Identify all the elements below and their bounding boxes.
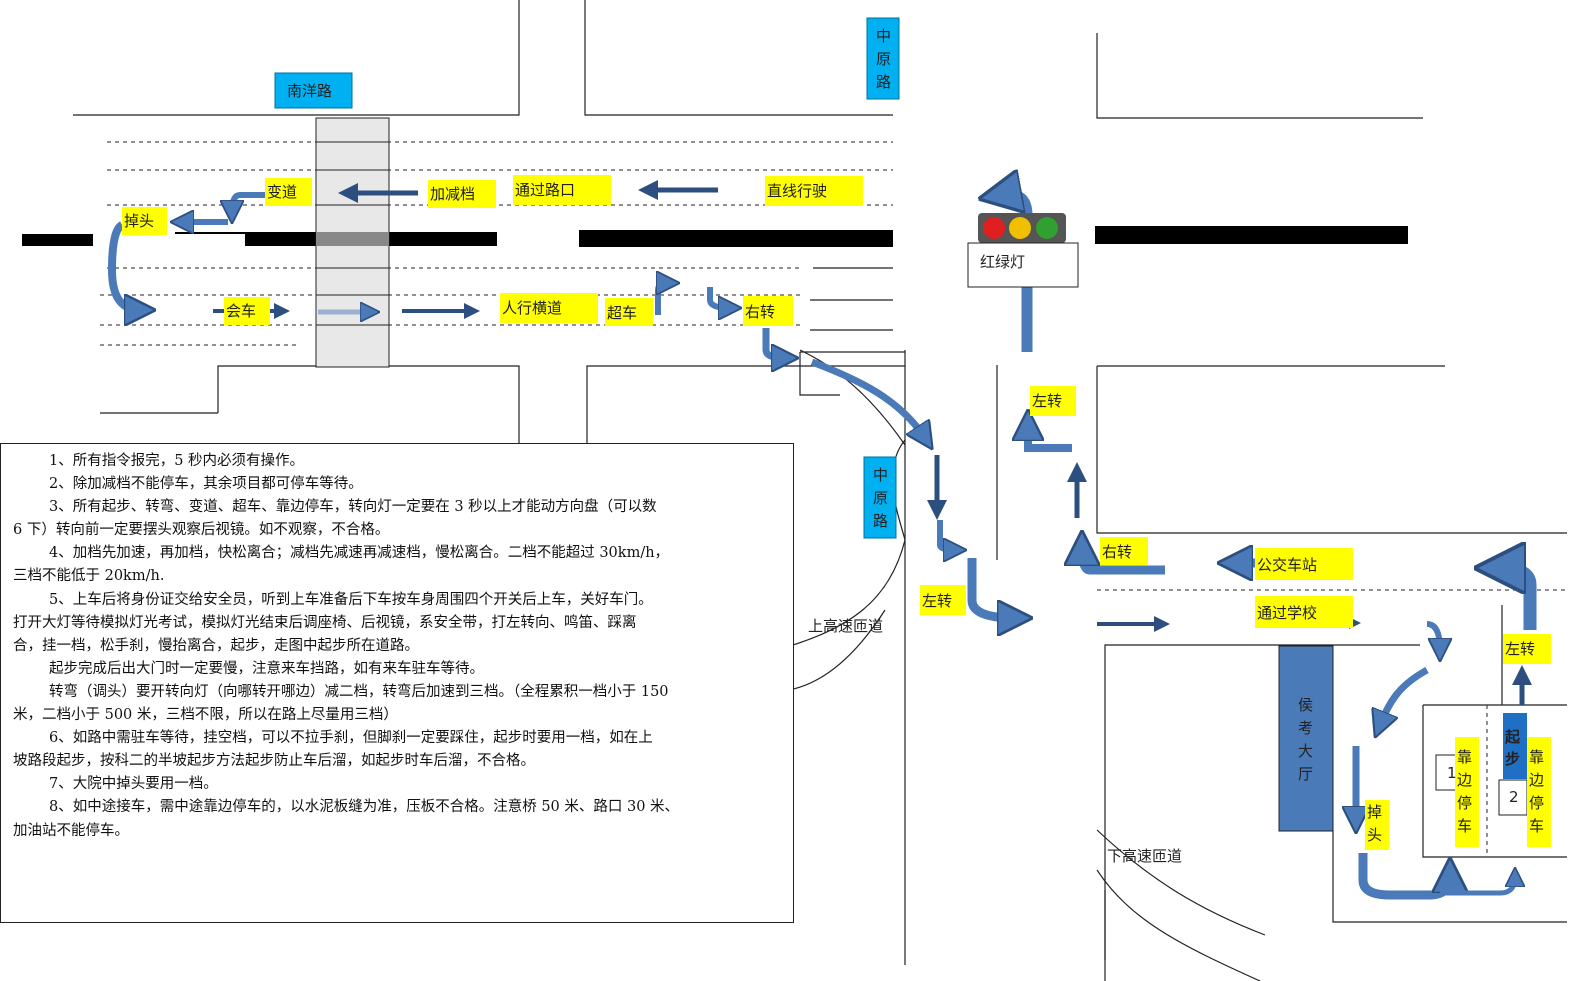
hall-label-4: 厅: [1298, 765, 1313, 783]
label-pull-over-2d: 车: [1529, 817, 1544, 835]
rule-line: 坡路段起步，按科二的半坡起步方法起步防止车后溜，如起步时车后溜，不合格。: [13, 753, 535, 770]
rule-line: 合，挂一档，松手刹，慢抬离合，起步，走图中起步所在道路。: [13, 637, 419, 654]
hall-label-1: 侯: [1298, 696, 1313, 714]
crosswalk: [315, 117, 390, 368]
spot-1-number: 1: [1447, 764, 1457, 782]
label-u-turn-yard-1: 掉: [1367, 803, 1382, 821]
label-pull-over-1d: 车: [1457, 817, 1472, 835]
label-traffic-light: 红绿灯: [980, 253, 1025, 271]
label-pull-over-2b: 边: [1529, 771, 1544, 789]
exam-rules-panel: 1、所有指令报完，5 秒内必须有操作。 2、除加减档不能停车，其余项目都可停车等待…: [0, 443, 794, 923]
road-sign-nanyang: 南洋路: [287, 82, 332, 100]
label-bus-stop: 公交车站: [1257, 556, 1317, 574]
rule-line: 6 下）转向前一定要摆头观察后视镜。如不观察，不合格。: [13, 522, 390, 539]
rule-line: 起步完成后出大门时一定要慢，注意来车挡路，如有来车驻车等待。: [49, 660, 484, 677]
rule-line: 三档不能低于 20km/h.: [13, 568, 165, 585]
label-meet-car: 会车: [226, 302, 256, 320]
label-pass-intersection: 通过路口: [515, 181, 575, 199]
road-sign-zhongyuan-mid-1: 中: [873, 466, 888, 484]
label-left-turn-low: 左转: [922, 592, 952, 610]
label-start-2: 步: [1505, 750, 1520, 768]
parking-spot-2: [1498, 779, 1528, 816]
rule-line: 5、上车后将身份证交给安全员，听到上车准备后下车按车身周围四个开关后上车，关好车…: [49, 591, 653, 608]
hall-label-2: 考: [1298, 719, 1313, 737]
label-crosswalk: 人行横道: [502, 299, 562, 317]
rule-line: 6、如路中需驻车等待，挂空档，可以不拉手刹，但脚刹一定要踩住，起步时要用一档，如…: [49, 730, 653, 747]
rule-line: 米，二档小于 500 米，三档不限，所以在路上尽量用三档）: [13, 707, 398, 724]
rule-line: 1、所有指令报完，5 秒内必须有操作。: [49, 453, 305, 469]
label-right-turn-top: 右转: [745, 303, 775, 321]
label-right-turn-mid: 右转: [1102, 543, 1132, 561]
rule-line: 8、如中途接车，需中途靠边停车的，以水泥板缝为准，压板不合格。注意桥 50 米、…: [49, 799, 680, 816]
road-sign-zhongyuan-top-3: 路: [876, 73, 891, 91]
label-start-1: 起: [1504, 728, 1521, 746]
rule-line: 4、加档先加速，再加档，快松离合；减档先减速再减速档，慢松离合。二档不能超过 3…: [49, 545, 670, 562]
center-lines: [22, 226, 1408, 247]
ramp-down-label: 下高速匝道: [1107, 847, 1182, 865]
ramp-up-label: 上高速匝道: [808, 617, 883, 635]
traffic-light: [967, 213, 1079, 288]
label-left-turn-right: 左转: [1505, 640, 1535, 658]
label-overtake: 超车: [607, 304, 637, 322]
road-sign-zhongyuan-mid-2: 原: [873, 489, 888, 507]
waiting-hall: [1278, 645, 1334, 832]
spot-2-number: 2: [1509, 788, 1519, 806]
label-pass-school: 通过学校: [1257, 604, 1317, 622]
hall-label-3: 大: [1298, 742, 1313, 760]
rule-line: 3、所有起步、转弯、变道、超车、靠边停车，转向灯一定要在 3 秒以上才能动方向盘…: [49, 499, 657, 516]
lane-dashes: [100, 141, 1567, 858]
rule-line: 打开大灯等待模拟灯光考试，模拟灯光结束后调座椅、后视镜，系安全带，打左转向、鸣笛…: [13, 614, 637, 631]
label-gear-change: 加减档: [430, 185, 475, 203]
label-pull-over-1a: 靠: [1457, 748, 1472, 766]
rule-line: 2、除加减档不能停车，其余项目都可停车等待。: [49, 476, 363, 493]
label-pull-over-1c: 停: [1457, 794, 1472, 812]
label-pull-over-2c: 停: [1529, 794, 1544, 812]
label-backgrounds: [122, 175, 1551, 850]
label-pull-over-1b: 边: [1457, 771, 1472, 789]
rule-line: 加油站不能停车。: [13, 822, 129, 839]
road-sign-zhongyuan-top-1: 中: [876, 27, 891, 45]
road-sign-zhongyuan-mid-3: 路: [873, 512, 888, 530]
rule-line: 7、大院中掉头要用一档。: [49, 776, 218, 793]
label-left-turn-mid: 左转: [1032, 392, 1062, 410]
label-pull-over-2a: 靠: [1529, 748, 1544, 766]
rule-line: 转弯（调头）要开转向灯（向哪转开哪边）减二档，转弯后加速到三档。（全程累积一档小…: [49, 683, 669, 700]
label-u-turn-yard-2: 头: [1367, 826, 1382, 844]
label-u-turn-top: 掉头: [124, 212, 154, 230]
label-lane-change: 变道: [267, 183, 297, 201]
start-block: [1503, 713, 1527, 779]
label-straight: 直线行驶: [767, 182, 827, 200]
road-sign-zhongyuan-top-2: 原: [876, 50, 891, 68]
